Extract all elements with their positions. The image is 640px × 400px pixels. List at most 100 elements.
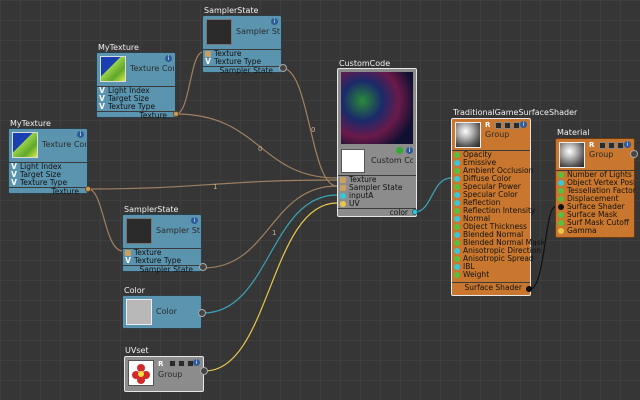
- port-pin-icon[interactable]: [205, 51, 211, 57]
- output-port-icon[interactable]: [412, 209, 418, 215]
- output-port-icon[interactable]: [526, 286, 532, 292]
- option-icon[interactable]: [504, 122, 511, 129]
- info-icon[interactable]: i: [624, 141, 631, 148]
- port-pin-icon[interactable]: [454, 192, 460, 198]
- output-port-icon[interactable]: [630, 150, 638, 158]
- port-pin-icon[interactable]: [454, 264, 460, 270]
- port-pin-icon[interactable]: [558, 172, 564, 178]
- port-pin-icon[interactable]: [454, 168, 460, 174]
- port-input-a[interactable]: inputA: [338, 192, 416, 200]
- option-icon[interactable]: [169, 360, 176, 367]
- port-pin-icon[interactable]: [454, 272, 460, 278]
- port-pin-icon[interactable]: [340, 201, 346, 207]
- port-pin-icon[interactable]: [454, 160, 460, 166]
- option-icon[interactable]: [608, 142, 615, 149]
- option-icon[interactable]: [599, 142, 606, 149]
- uvset-node[interactable]: R Group i: [124, 356, 204, 392]
- port-anisotropic-spread[interactable]: Anisotropic Spread: [452, 255, 534, 263]
- output-surface-shader[interactable]: Surface Shader: [452, 282, 530, 293]
- color-node[interactable]: Color: [122, 295, 202, 329]
- port-reflection[interactable]: Reflection: [452, 199, 530, 207]
- output-port-icon[interactable]: [198, 309, 206, 317]
- output-port-icon[interactable]: [173, 111, 179, 117]
- port-pin-icon[interactable]: [125, 250, 131, 256]
- port-pin-icon[interactable]: [454, 232, 460, 238]
- expand-v-icon[interactable]: V: [125, 256, 131, 265]
- port-displacement[interactable]: Displacement: [556, 195, 634, 203]
- port-pin-icon[interactable]: [558, 228, 564, 234]
- output-color[interactable]: color: [338, 208, 416, 218]
- info-icon[interactable]: i: [271, 18, 278, 25]
- port-pin-icon[interactable]: [454, 208, 460, 214]
- port-ambient-occlusion[interactable]: Ambient Occlusion: [452, 167, 533, 175]
- port-surface-shader[interactable]: Surface Shader: [556, 203, 634, 211]
- expand-v-icon[interactable]: V: [11, 170, 17, 179]
- port-pin-icon[interactable]: [558, 212, 564, 218]
- port-ibl[interactable]: IBL: [452, 263, 530, 271]
- port-pin-icon[interactable]: [558, 204, 564, 210]
- info-icon[interactable]: i: [520, 121, 527, 128]
- port-anisotropic-direction[interactable]: Anisotropic Direction: [452, 247, 541, 255]
- port-pin-icon[interactable]: [340, 185, 346, 191]
- expand-v-icon[interactable]: V: [99, 94, 105, 103]
- output-port-icon[interactable]: [199, 263, 207, 271]
- port-pin-icon[interactable]: [454, 240, 460, 246]
- material-node[interactable]: R Group i Number of Lights Object Vertex…: [555, 138, 636, 238]
- port-pin-icon[interactable]: [340, 177, 346, 183]
- info-icon[interactable]: i: [77, 131, 84, 138]
- port-diffuse-color[interactable]: Diffuse Color: [452, 175, 530, 183]
- port-normal[interactable]: Normal: [452, 215, 530, 223]
- port-sampler-state[interactable]: Sampler State: [338, 184, 416, 192]
- option-icon[interactable]: [495, 122, 502, 129]
- info-icon[interactable]: i: [191, 217, 198, 224]
- port-gamma[interactable]: Gamma: [556, 227, 634, 235]
- traditional-shader-node[interactable]: R Group i Opacity Emissive Ambient Occlu…: [451, 118, 545, 296]
- port-pin-icon[interactable]: [454, 216, 460, 222]
- port-pin-icon[interactable]: [454, 152, 460, 158]
- expand-v-icon[interactable]: V: [11, 178, 17, 187]
- port-reflection-intensity[interactable]: Reflection Intensity: [452, 207, 535, 215]
- port-uv[interactable]: UV: [338, 200, 416, 208]
- info-icon[interactable]: i: [165, 55, 172, 62]
- port-surface-mask[interactable]: Surface Mask: [556, 211, 634, 219]
- port-pin-icon[interactable]: [454, 176, 460, 182]
- output-port-icon[interactable]: [200, 367, 208, 375]
- port-weight[interactable]: Weight: [452, 271, 530, 279]
- port-pin-icon[interactable]: [558, 188, 564, 194]
- port-object-vertex-position[interactable]: Object Vertex Position: [556, 179, 634, 187]
- expand-v-icon[interactable]: V: [205, 57, 211, 66]
- port-texture[interactable]: Texture: [123, 248, 201, 257]
- output-sampler-state[interactable]: Sampler State: [203, 66, 281, 75]
- info-icon[interactable]: i: [406, 147, 413, 154]
- color-swatch[interactable]: [126, 299, 152, 325]
- port-opacity[interactable]: Opacity: [452, 150, 530, 159]
- port-surf-mask-cutoff[interactable]: Surf Mask Cutoff: [556, 219, 634, 227]
- info-icon[interactable]: i: [193, 359, 200, 366]
- output-port-icon[interactable]: [279, 64, 287, 72]
- port-pin-icon[interactable]: [454, 248, 460, 254]
- port-emissive[interactable]: Emissive: [452, 159, 530, 167]
- output-texture[interactable]: Texture: [9, 187, 87, 196]
- expand-v-icon[interactable]: V: [99, 102, 105, 111]
- option-icon[interactable]: [178, 360, 185, 367]
- output-texture[interactable]: Texture: [97, 111, 175, 120]
- output-sampler-state[interactable]: Sampler State: [123, 265, 201, 274]
- expand-v-icon[interactable]: V: [99, 86, 105, 95]
- port-blended-normal-mask[interactable]: Blended Normal Mask: [452, 239, 545, 247]
- custom-code-node[interactable]: Custom Co i Texture Sampler State inputA…: [337, 68, 417, 217]
- port-number-of-lights[interactable]: Number of Lights: [556, 170, 634, 179]
- port-specular-color[interactable]: Specular Color: [452, 191, 530, 199]
- option-icon[interactable]: [617, 142, 624, 149]
- port-blended-normal[interactable]: Blended Normal: [452, 231, 530, 239]
- port-tessellation-factor[interactable]: Tessellation Factor: [556, 187, 636, 195]
